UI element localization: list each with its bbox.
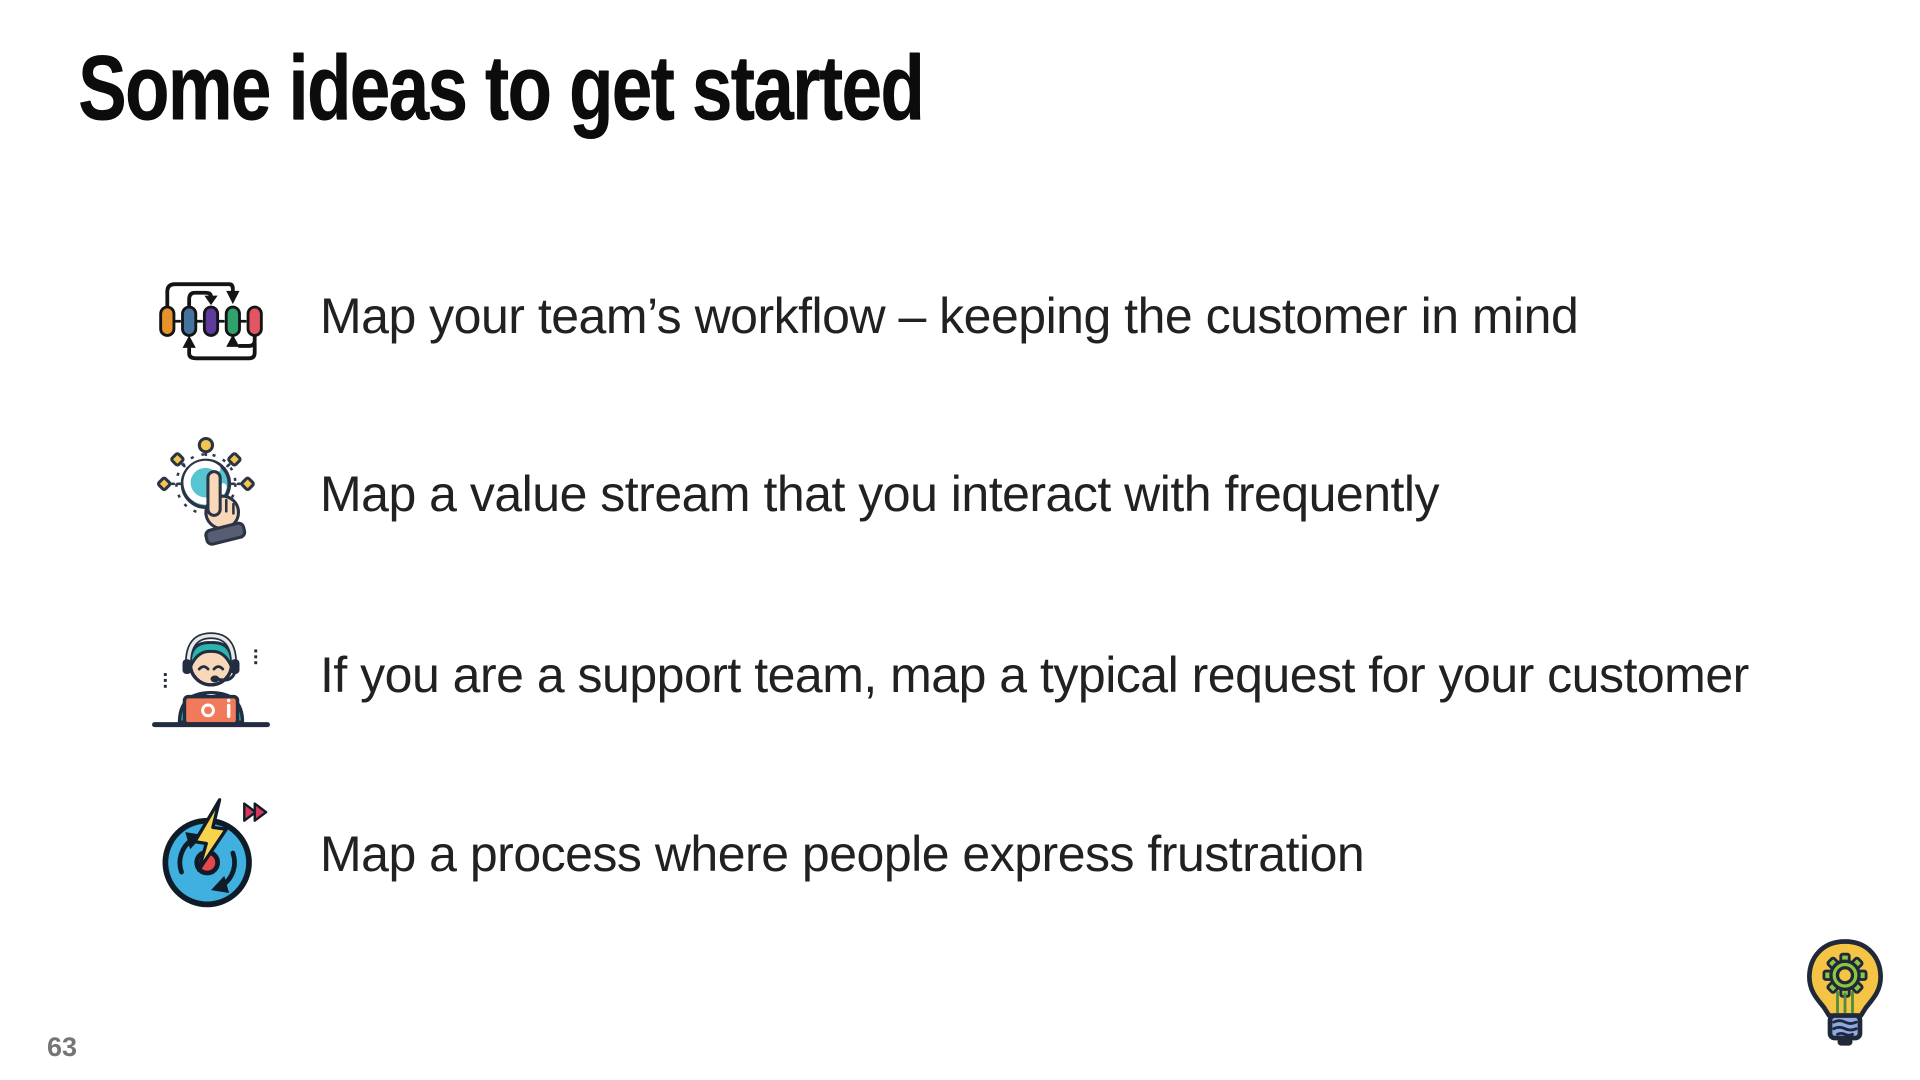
idea-lightbulb-gear-icon xyxy=(1800,936,1890,1052)
interact-icon-svg xyxy=(157,437,255,546)
process-frustration-icon xyxy=(150,796,272,912)
page-number: 63 xyxy=(47,1032,78,1062)
workflow-icon xyxy=(150,267,272,366)
bullet-text: Map a value stream that you interact wit… xyxy=(320,466,1440,522)
support-agent-icon-svg xyxy=(152,632,270,728)
bullet-row: Map a process where people express frust… xyxy=(150,786,1880,922)
process-frustration-icon-svg xyxy=(162,798,268,908)
bullet-row: If you are a support team, map a typical… xyxy=(150,596,1880,754)
slide-title: Some ideas to get started xyxy=(78,37,925,139)
interact-icon xyxy=(150,437,272,551)
bullet-text: If you are a support team, map a typical… xyxy=(320,647,1749,703)
bullet-text: Map your team’s workflow – keeping the c… xyxy=(320,288,1579,344)
bullet-row: Map your team’s workflow – keeping the c… xyxy=(150,250,1880,382)
workflow-icon-svg xyxy=(159,281,263,360)
bullet-text: Map a process where people express frust… xyxy=(320,826,1365,882)
idea-lightbulb-gear-icon-svg xyxy=(1807,939,1883,1046)
bullet-row: Map a value stream that you interact wit… xyxy=(150,428,1880,560)
support-agent-icon xyxy=(150,618,272,732)
